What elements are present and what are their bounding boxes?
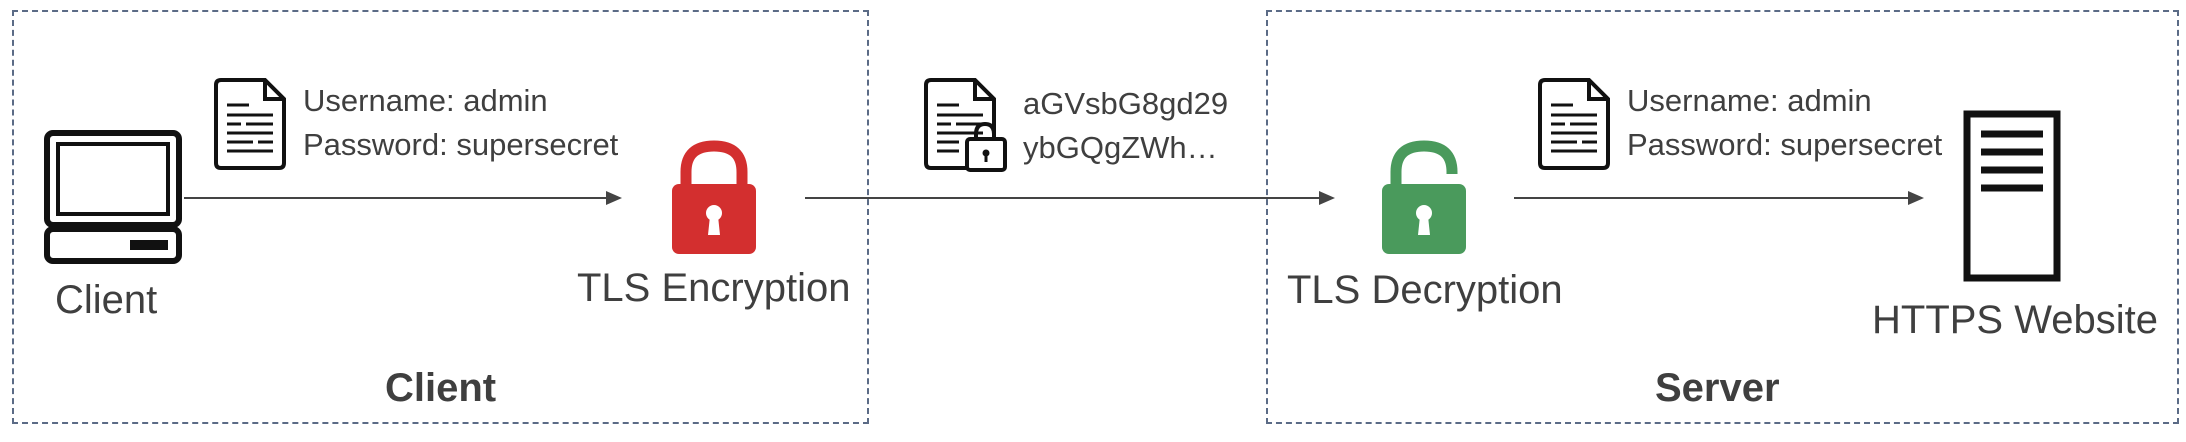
client-zone: [12, 10, 869, 424]
plain-username: Username: admin: [303, 83, 548, 118]
arrow-client-to-encryption: [184, 191, 622, 205]
server-zone-label: Server: [1655, 366, 1780, 410]
unlocked-padlock-icon: [1382, 140, 1466, 254]
arrow-decryption-to-website: [1514, 191, 1924, 205]
server-zone: [1266, 10, 2179, 424]
laptop-icon: [44, 130, 182, 264]
server-username: Username: admin: [1627, 83, 1872, 118]
arrow-encryption-to-decryption: [805, 191, 1335, 205]
client-zone-label: Client: [385, 366, 497, 410]
locked-padlock-icon: [672, 140, 756, 254]
tls-encryption-label: TLS Encryption: [577, 266, 851, 310]
document-icon: [214, 78, 286, 170]
plain-password: Password: supersecret: [303, 127, 619, 162]
encrypted-line-1: aGVsbG8gd29: [1023, 86, 1229, 121]
server-document-icon: [1538, 78, 1610, 170]
https-website-label: HTTPS Website: [1872, 298, 2158, 342]
encrypted-line-2: ybGQgZWh…: [1023, 130, 1218, 165]
client-label: Client: [55, 278, 158, 322]
server-icon: [1963, 110, 2061, 282]
tls-decryption-label: TLS Decryption: [1287, 268, 1563, 312]
locked-document-icon: [924, 78, 1007, 172]
server-password: Password: supersecret: [1627, 127, 1943, 162]
